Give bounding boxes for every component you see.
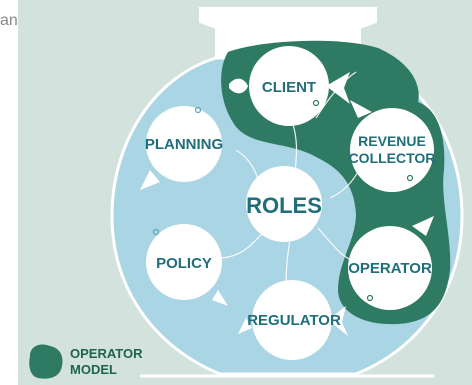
fish-operator — [348, 216, 434, 310]
legend: OPERATOR MODEL — [29, 344, 143, 379]
node-label-policy: POLICY — [156, 255, 212, 272]
legend-label-line2: MODEL — [70, 362, 117, 377]
fish-roles — [246, 166, 322, 242]
fish-client — [229, 46, 350, 126]
node-label-client: CLIENT — [262, 79, 316, 96]
node-label-operator: OPERATOR — [348, 260, 432, 277]
legend-label-line1: OPERATOR — [70, 346, 143, 361]
fish-regulator — [238, 280, 348, 360]
fish-revenue-collector — [350, 100, 434, 192]
fish-planning — [140, 106, 222, 190]
node-label-revenue: REVENUE — [358, 133, 426, 149]
fish-policy — [146, 224, 228, 306]
node-label-planning: PLANNING — [145, 136, 223, 153]
node-label-collector: COLLECTOR — [349, 150, 436, 166]
center-label-roles: ROLES — [246, 193, 322, 218]
legend-swatch — [29, 344, 63, 379]
node-label-regulator: REGULATOR — [247, 312, 341, 329]
